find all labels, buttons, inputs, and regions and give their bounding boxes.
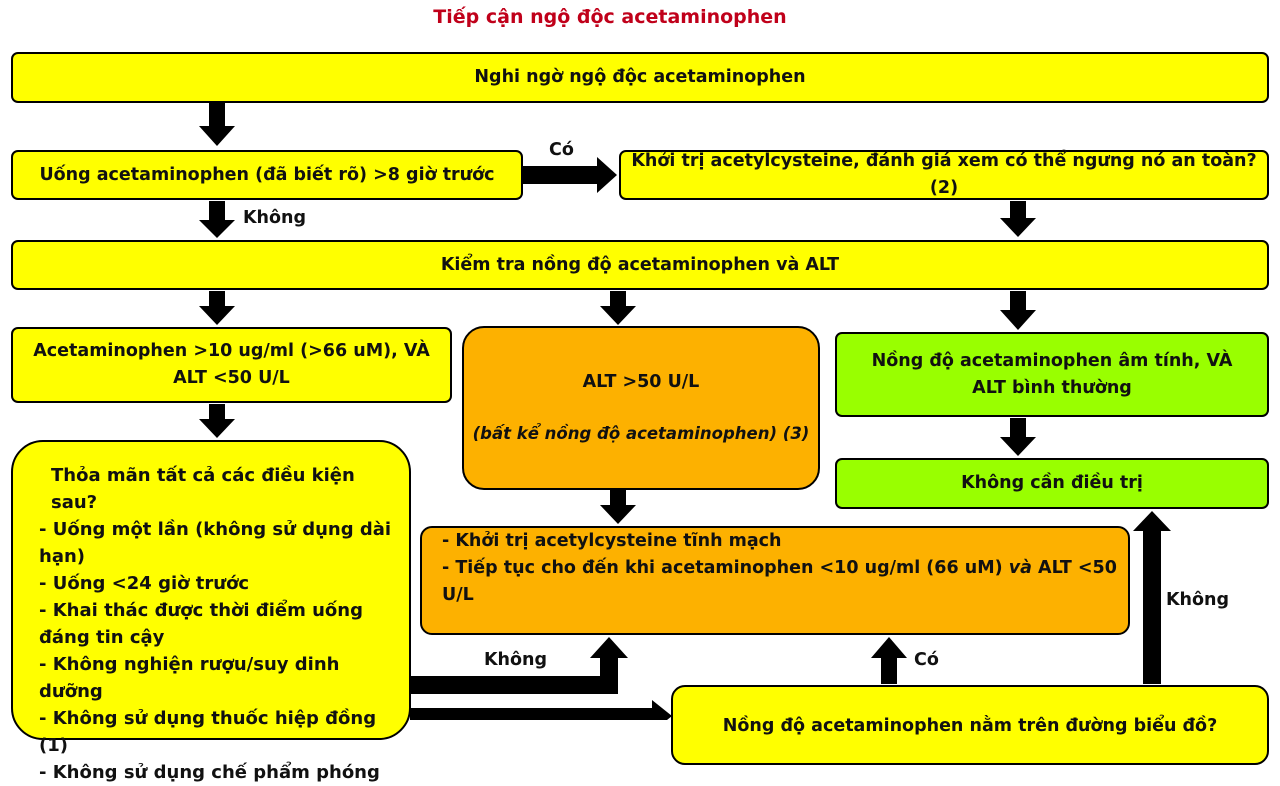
- box-check-levels-text: Kiểm tra nồng độ acetaminophen và ALT: [440, 254, 840, 275]
- criteria-heading: Thỏa mãn tất cả các điều kiện sau?: [51, 465, 355, 513]
- label-no-2: Không: [484, 650, 548, 670]
- arrow-down: [600, 490, 636, 524]
- arrow-down: [600, 291, 636, 325]
- criteria-item: - Không sử dụng chế phẩm phóng: [39, 762, 380, 783]
- box-ingest-8h-text: Uống acetaminophen (đã biết rõ) >8 giờ t…: [39, 164, 495, 185]
- arrow-down: [199, 404, 235, 438]
- box-bottom-partial-text: Nồng độ acetaminophen nằm trên đường biể…: [722, 716, 1218, 736]
- label-no-3: Không: [1166, 590, 1230, 610]
- box-negative: Nồng độ acetaminophen âm tính, VÀ ALT bì…: [835, 332, 1269, 417]
- box-iv-nac-line1: - Khởi trị acetylcysteine tĩnh mạch: [442, 531, 782, 551]
- diagram-title: Tiếp cận ngộ độc acetaminophen: [433, 6, 787, 28]
- box-check-levels: Kiểm tra nồng độ acetaminophen và ALT: [11, 240, 1269, 290]
- box-apap-high: Acetaminophen >10 ug/ml (>66 uM), VÀ ALT…: [11, 327, 452, 403]
- box-suspect-text: Nghi ngờ ngộ độc acetaminophen: [474, 67, 806, 87]
- box-iv-nac-line2b: và: [1008, 558, 1032, 578]
- box-alt-high: ALT >50 U/L (bất kể nồng độ acetaminophe…: [462, 326, 820, 490]
- box-iv-nac-line2c: ALT <50 U/L: [442, 558, 1117, 605]
- arrow-down: [1000, 418, 1036, 456]
- criteria-item: - Uống một lần (không sử dụng dài hạn): [39, 519, 392, 567]
- box-no-treatment-text: Không cần điều trị: [961, 473, 1143, 493]
- arrow-down: [199, 291, 235, 325]
- criteria-item: - Uống <24 giờ trước: [39, 573, 250, 594]
- criteria-item: - Không nghiện rượu/suy dinh dưỡng: [39, 654, 340, 702]
- label-yes-1: Có: [549, 140, 574, 160]
- box-start-nac-eval: Khởi trị acetylcysteine, đánh giá xem có…: [619, 150, 1269, 200]
- arrow-down: [1000, 201, 1036, 237]
- box-iv-nac-line2a: - Tiếp tục cho đến khi acetaminophen <10…: [442, 558, 1009, 578]
- criteria-content: Thỏa mãn tất cả các điều kiện sau? - Uốn…: [39, 462, 395, 786]
- label-no-1: Không: [243, 208, 307, 228]
- arrow-up: [871, 637, 907, 684]
- criteria-item: - Không sử dụng thuốc hiệp đồng (1): [39, 708, 377, 756]
- box-negative-line2: ALT bình thường: [972, 377, 1132, 398]
- box-negative-line1: Nồng độ acetaminophen âm tính, VÀ: [871, 350, 1233, 371]
- box-apap-high-line1: Acetaminophen >10 ug/ml (>66 uM), VÀ: [33, 341, 430, 361]
- arrow-elbow-up: [410, 637, 628, 694]
- arrow-right: [523, 157, 617, 193]
- arrow-up: [1133, 511, 1171, 684]
- box-no-treatment: Không cần điều trị: [835, 458, 1269, 509]
- box-alt-high-line1: ALT >50 U/L: [582, 372, 700, 392]
- box-alt-high-line2: (bất kể nồng độ acetaminophen) (3): [472, 424, 810, 443]
- box-apap-high-line2: ALT <50 U/L: [173, 368, 290, 388]
- box-suspect: Nghi ngờ ngộ độc acetaminophen: [11, 52, 1269, 103]
- arrow-down: [199, 201, 235, 238]
- box-iv-nac: - Khởi trị acetylcysteine tĩnh mạch - Ti…: [420, 526, 1130, 635]
- label-yes-2: Có: [914, 650, 939, 670]
- arrow-right: [410, 700, 672, 720]
- box-bottom-partial: Nồng độ acetaminophen nằm trên đường biể…: [671, 685, 1269, 765]
- arrow-down: [1000, 291, 1036, 330]
- box-criteria: Thỏa mãn tất cả các điều kiện sau? - Uốn…: [11, 440, 411, 783]
- box-iv-nac-line2: - Tiếp tục cho đến khi acetaminophen <10…: [442, 555, 1128, 609]
- criteria-item: - Khai thác được thời điểm uống đáng tin…: [39, 600, 363, 648]
- box-start-nac-eval-text: Khởi trị acetylcysteine, đánh giá xem có…: [631, 151, 1257, 198]
- box-ingest-8h: Uống acetaminophen (đã biết rõ) >8 giờ t…: [11, 150, 523, 200]
- arrow-down: [199, 103, 235, 146]
- flow-arrows: [199, 103, 1171, 720]
